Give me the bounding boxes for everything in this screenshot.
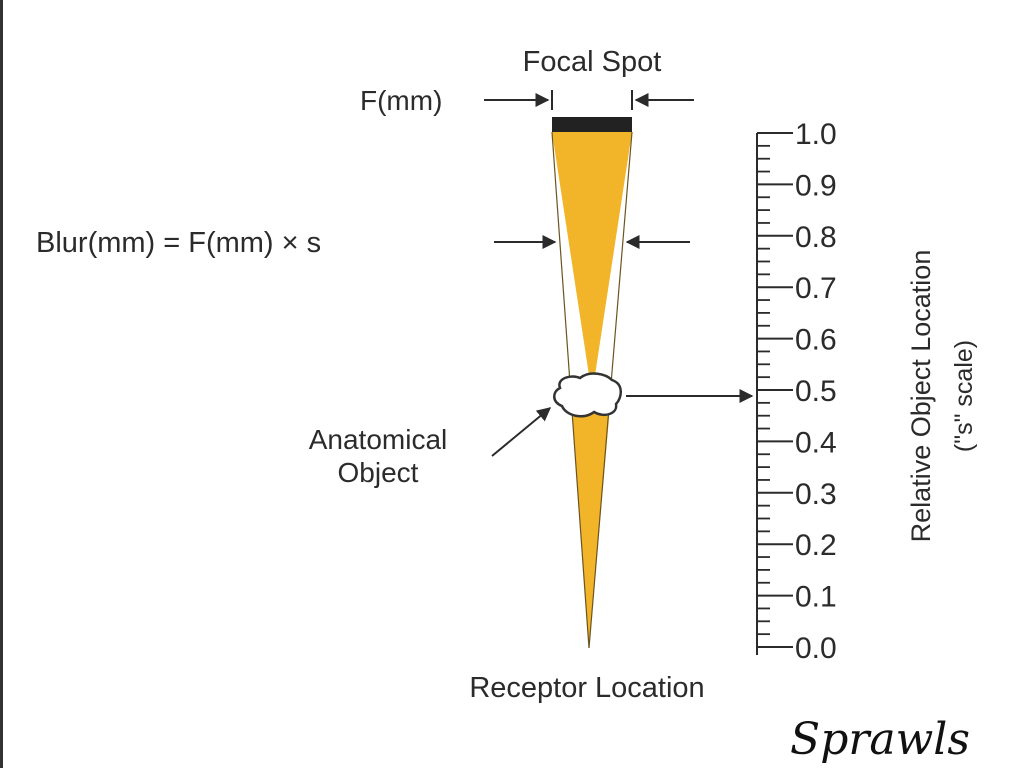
anatomical-pointer-arrow [491, 407, 552, 457]
s-scale: 1.0 0.9 0.8 0.7 0.6 0.5 0.4 0.3 0.2 0.1 0.0 [756, 118, 837, 665]
blur-formula-label: Blur(mm) = F(mm) × s [36, 227, 321, 259]
x-ray-beam-upper [552, 132, 632, 395]
scale-tick-label: 0.2 [795, 529, 837, 562]
anatomical-label-line2: Object [338, 457, 419, 488]
anatomical-label-line1: Anatomical [309, 424, 448, 455]
focal-spot-bar [552, 117, 632, 132]
f-mm-label: F(mm) [360, 85, 442, 116]
scale-tick-label: 0.9 [795, 169, 837, 202]
signature: Sprawls [790, 714, 970, 765]
receptor-location-label: Receptor Location [469, 672, 704, 704]
anatomical-object-shape [553, 372, 622, 418]
scale-tick-label: 0.7 [795, 272, 837, 305]
scale-tick-label: 0.4 [795, 426, 837, 459]
scale-tick-label: 0.6 [795, 324, 837, 357]
x-ray-beam-lower [571, 395, 611, 648]
scale-tick-label: 0.8 [795, 221, 837, 254]
scale-ticks: 1.0 0.9 0.8 0.7 0.6 0.5 0.4 0.3 0.2 0.1 0.0 [757, 118, 837, 665]
scale-tick-label: 1.0 [795, 118, 837, 151]
axis-title-line2: ("s" scale) [950, 340, 978, 452]
focal-spot-label: Focal Spot [523, 46, 662, 78]
scale-tick-label: 0.5 [795, 375, 837, 408]
axis-title-line1: Relative Object Location [906, 250, 936, 543]
scale-tick-label: 0.1 [795, 581, 837, 614]
scale-tick-label: 0.3 [795, 478, 837, 511]
scale-tick-label: 0.0 [795, 632, 837, 665]
